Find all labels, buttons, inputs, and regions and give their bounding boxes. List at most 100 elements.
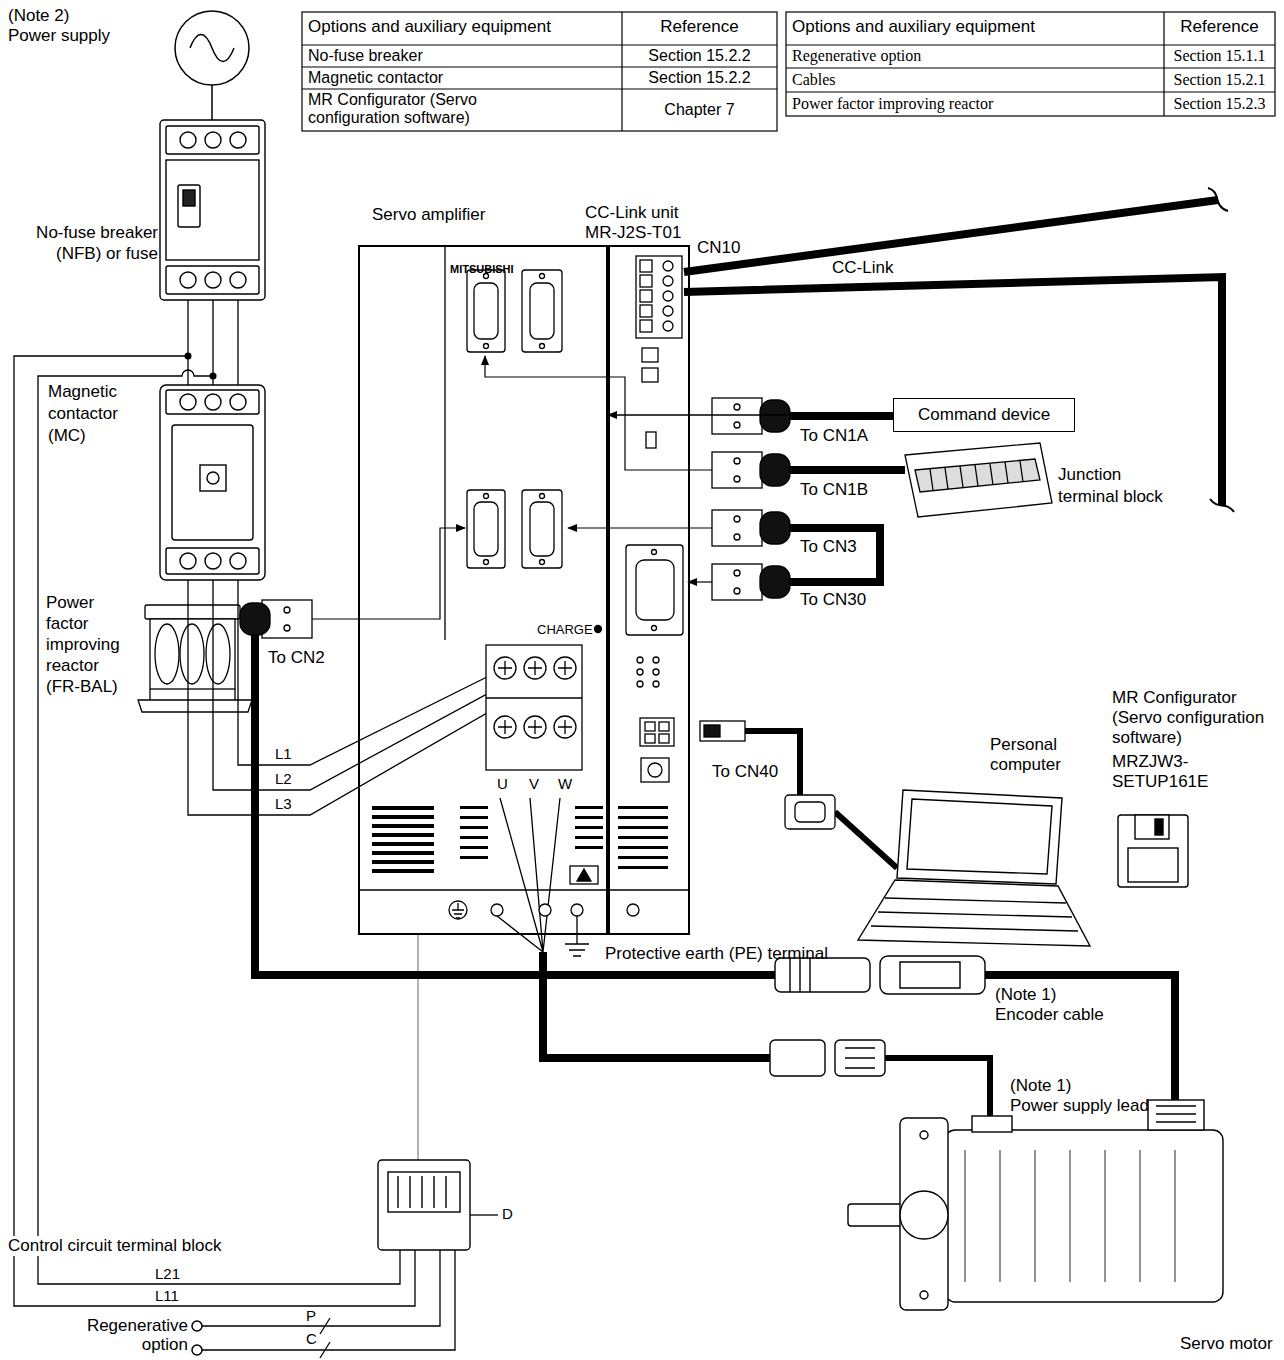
floppy-disk [1128,848,1178,882]
no-fuse-breaker [205,132,221,148]
cc-link-unit-drawing [653,657,659,663]
table-header: Reference [1164,17,1275,37]
note-label: (Note 1) [995,985,1056,1005]
servo-amplifier-drawing [484,560,489,565]
servo-motor [965,1150,1175,1282]
part-label: Power supply lead [1010,1096,1149,1116]
servo-amplifier-drawing [540,274,545,279]
reactor-symbol [145,605,240,619]
servo-amplifier-drawing [491,904,503,916]
cc-link-unit-drawing [640,290,652,302]
cc-link-unit-drawing [648,763,662,777]
model-label: MRZJW3-SETUP161E [1112,752,1216,792]
vent-slot [460,806,488,809]
cable-connector [775,958,870,992]
connector-plug [734,422,740,428]
cc-link-unit-drawing [637,657,643,663]
servo-motor [848,1100,1223,1310]
command-device-box: Command device [893,398,1075,432]
break-mark [1208,188,1234,512]
no-fuse-breaker [166,266,259,294]
cc-link-unit-drawing [652,550,657,555]
cc-link-unit-drawing [663,306,673,316]
magnetic-contactor [200,465,226,491]
vent-slot [575,846,603,849]
no-fuse-breaker [205,272,221,288]
break-mark [1210,499,1234,512]
control-terminal-block [378,1160,470,1250]
servo-amplifier-drawing [595,626,602,633]
magnetic-contactor [172,425,253,540]
indicator-label: CHARGE [537,622,593,637]
servo-amplifier-drawing [498,661,572,734]
connector-plug [760,454,790,486]
cable [790,412,893,420]
servo-amplifier-drawing [571,904,583,916]
vent-slot [372,806,434,810]
node-label: Command device [918,405,1050,425]
signal-arrow [312,528,465,619]
brand-label: MITSUBISHI [450,263,514,276]
cable-connector [845,1048,875,1068]
magnetic-contactor [205,553,221,569]
cc-link-unit-drawing [642,348,658,362]
terminal-label: C [306,1331,317,1347]
part-label: Control circuit terminal block [5,1236,225,1256]
power-source [175,11,249,85]
table-cell: Chapter 7 [622,100,777,119]
vent-slot [575,806,603,809]
connector-plug [734,404,740,410]
table-grid [786,12,1275,116]
magnetic-contactor [180,553,196,569]
table-header: Reference [622,17,777,37]
part-label: Power supply [8,26,110,46]
connector-plug [712,510,762,546]
regenerative-terminal [192,1345,202,1355]
power-wire [14,356,415,1306]
cc-link-unit-drawing [653,669,659,675]
servo-amplifier-drawing [467,270,505,352]
control-terminal-block [378,1160,470,1250]
table-grid [302,12,1275,131]
no-fuse-breaker [160,120,265,300]
cable [684,200,1218,272]
cc-link-unit-drawing [653,681,659,687]
node-heading: CC-Link unit MR-J2S-T01 [585,203,697,243]
magnetic-contactor [180,394,196,410]
part-label: Personal computer [990,735,1075,775]
no-fuse-breaker [166,160,259,260]
connector-plug [785,795,835,829]
regenerative-terminal [192,1321,202,1331]
reactor-symbol [150,689,235,700]
power-wire [238,290,505,765]
table-cell: Cables [792,70,836,89]
cc-link-unit-drawing [637,669,643,675]
no-fuse-breaker [230,132,246,148]
servo-amplifier-drawing [452,903,464,918]
servo-amplifier-drawing [486,645,582,770]
servo-amplifier-drawing [522,270,562,352]
cc-link-unit-drawing [642,368,658,382]
power-wire [470,1214,498,1215]
servo-motor [900,1191,948,1239]
floppy-disk [1118,815,1188,887]
vent-slot [372,815,434,819]
magnetic-contactor [166,390,259,414]
personal-computer [871,898,1078,931]
reactor-symbol [138,700,252,712]
cc-link-unit-drawing [663,261,673,271]
servo-motor [848,1204,908,1226]
servo-motor [920,1131,928,1139]
servo-amplifier-drawing [484,494,489,499]
cc-link-unit-drawing [636,256,682,338]
connector-label: To CN1B [800,480,868,500]
vent-slot [618,826,668,829]
servo-amplifier-drawing [570,866,598,884]
terminal-label: U [497,776,508,792]
cable [835,812,897,868]
power-wire [202,1250,455,1350]
part-label: Encoder cable [995,1005,1104,1025]
connector-plug [734,458,740,464]
no-fuse-breaker [180,132,196,148]
